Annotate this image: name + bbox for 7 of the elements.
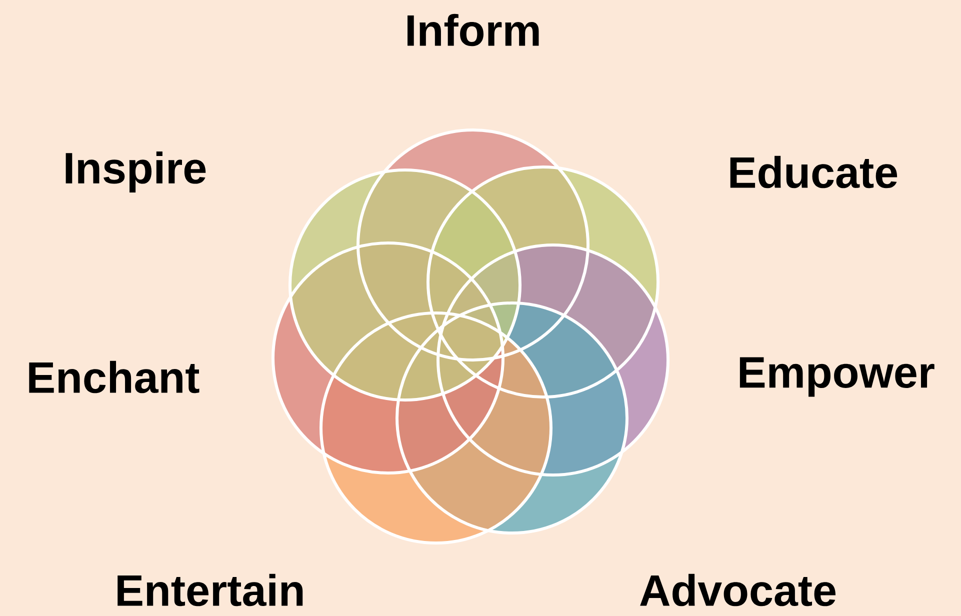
label: Enchant: [29, 360, 200, 394]
label: Educate: [730, 156, 898, 188]
label: Entertain: [118, 574, 303, 606]
label: Inform: [408, 14, 539, 46]
label: Inspire: [66, 152, 206, 192]
label: Empower: [740, 357, 934, 397]
label: Advocate: [640, 574, 836, 606]
